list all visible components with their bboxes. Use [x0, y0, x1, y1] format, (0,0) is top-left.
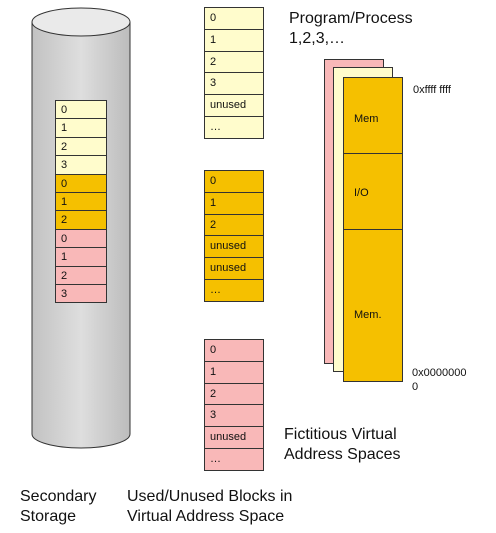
virtual-block: 2	[204, 213, 264, 237]
process-title: Program/Process 1,2,3,…	[289, 9, 413, 49]
virtual-block: …	[204, 279, 264, 302]
secondary-storage-line2: Storage	[20, 508, 77, 525]
address-bottom-line2: 0	[412, 381, 419, 393]
segment-io: I/O	[344, 154, 402, 230]
virtual-block: 1	[204, 28, 264, 52]
address-bottom-line1: 0x0000000	[412, 367, 467, 379]
segment-mem-bottom-label: Mem.	[354, 309, 382, 321]
virtual-block: 0	[204, 170, 264, 193]
virtual-block: 1	[204, 191, 264, 215]
virtual-block: unused	[204, 235, 264, 259]
segment-mem-top-label: Mem	[354, 113, 379, 125]
disk-block: 2	[55, 265, 107, 285]
virtual-block: 0	[204, 339, 264, 362]
disk-block: 1	[55, 192, 107, 212]
segment-mem-top: Mem	[344, 78, 402, 154]
disk-block: 2	[55, 210, 107, 230]
virtual-block: 0	[204, 7, 264, 30]
virtual-block: 3	[204, 404, 264, 428]
virtual-block: 3	[204, 72, 264, 96]
process-page-front: Mem I/O Mem.	[343, 77, 403, 382]
secondary-storage-line1: Secondary	[20, 488, 97, 505]
virtual-block: 2	[204, 50, 264, 74]
virtual-block: …	[204, 116, 264, 139]
fictitious-line1: Fictitious Virtual	[284, 426, 397, 443]
virtual-block: 2	[204, 382, 264, 406]
process-title-line2: 1,2,3,…	[289, 30, 346, 47]
virtual-block: 1	[204, 360, 264, 384]
disk-block: 2	[55, 136, 107, 157]
virtual-block: …	[204, 448, 264, 471]
address-bottom: 0x0000000 0	[412, 366, 466, 394]
blocks-label: Used/Unused Blocks in Virtual Address Sp…	[127, 487, 292, 527]
process-title-line1: Program/Process	[289, 10, 413, 27]
disk-block: 3	[55, 155, 107, 175]
secondary-storage-label: Secondary Storage	[20, 487, 97, 527]
fictitious-line2: Address Spaces	[284, 446, 401, 463]
disk-block: 1	[55, 118, 107, 138]
blocks-label-line2: Virtual Address Space	[127, 508, 285, 525]
disk-block: 3	[55, 284, 107, 304]
virtual-block: unused	[204, 257, 264, 280]
disk-block: 0	[55, 228, 107, 249]
fictitious-label: Fictitious Virtual Address Spaces	[284, 425, 401, 465]
segment-mem-bottom: Mem.	[344, 230, 402, 381]
disk-block: 0	[55, 100, 107, 120]
disk-block: 1	[55, 247, 107, 267]
segment-io-label: I/O	[354, 187, 369, 199]
virtual-block: unused	[204, 426, 264, 449]
virtual-block: unused	[204, 94, 264, 117]
address-top: 0xffff ffff	[413, 84, 451, 96]
blocks-label-line1: Used/Unused Blocks in	[127, 488, 293, 505]
disk-block: 0	[55, 173, 107, 193]
